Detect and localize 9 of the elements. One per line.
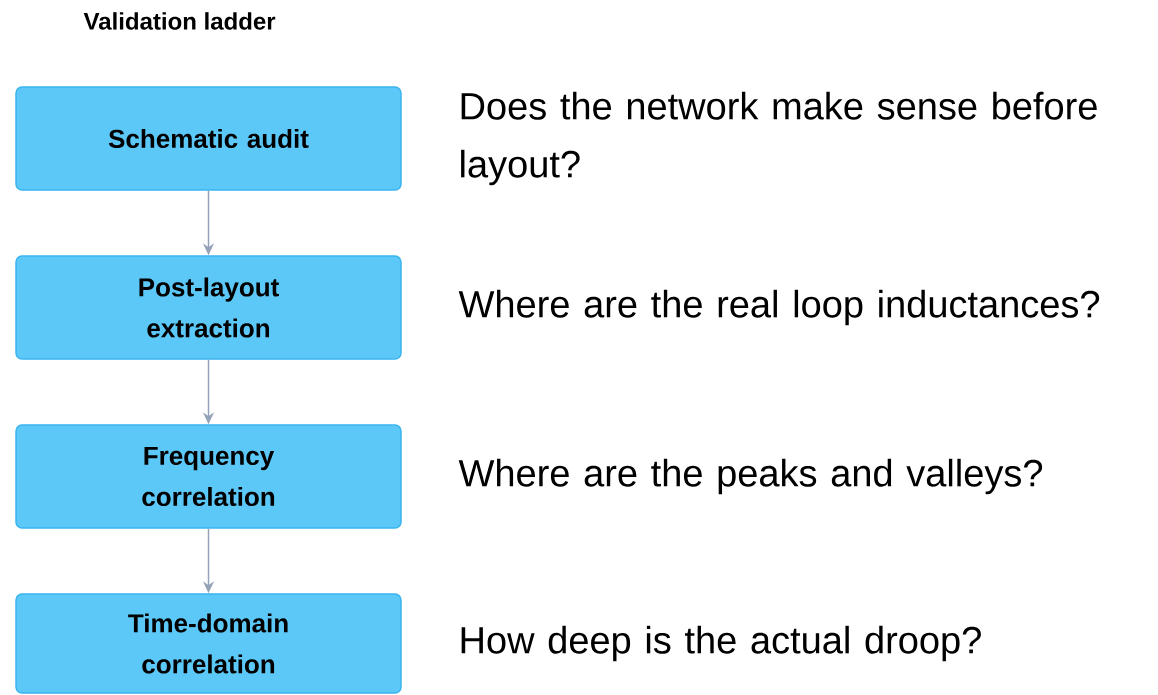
question-text: Does the network make sense before layout? bbox=[461, 91, 1097, 186]
question-text: Where are the real loop inductances? bbox=[458, 289, 1100, 326]
diagram-title: Validation ladder bbox=[83, 12, 276, 30]
question-text: Where are the peaks and valleys? bbox=[458, 458, 1043, 495]
process-box: Time-domain correlation bbox=[15, 593, 402, 694]
process-box: Frequency correlation bbox=[15, 424, 402, 529]
process-box: Post-layout extraction bbox=[15, 255, 402, 360]
process-box: Schematic audit bbox=[15, 86, 402, 191]
question-text: How deep is the actual droop? bbox=[461, 625, 981, 662]
